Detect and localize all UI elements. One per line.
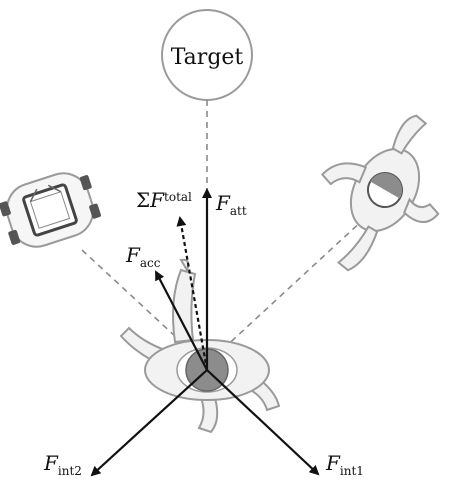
dashed-line-to-pedestrian (221, 217, 366, 351)
arrow-f-total (176, 216, 209, 371)
force-labels: Fatt ΣFtotal Facc Fint1 Fint2 (43, 188, 364, 478)
arrow-f-int2 (90, 369, 208, 477)
label-f-acc: Facc (125, 243, 161, 270)
force-arrows (90, 188, 320, 477)
dashed-line-to-robot (81, 249, 191, 351)
robot-topview-icon (0, 172, 101, 248)
arrow-f-acc (155, 270, 208, 371)
label-f-att: Fatt (215, 191, 247, 218)
interaction-lines (81, 100, 366, 365)
target-label: Target (171, 45, 244, 70)
pedestrian-main-icon (119, 258, 281, 434)
arrow-f-int1 (206, 369, 320, 476)
label-f-int2: Fint2 (43, 451, 82, 478)
pedestrian-topview-icon (320, 114, 440, 272)
target-node: Target (161, 9, 253, 101)
label-f-total: ΣFtotal (136, 188, 192, 212)
label-f-int1: Fint1 (325, 451, 364, 478)
